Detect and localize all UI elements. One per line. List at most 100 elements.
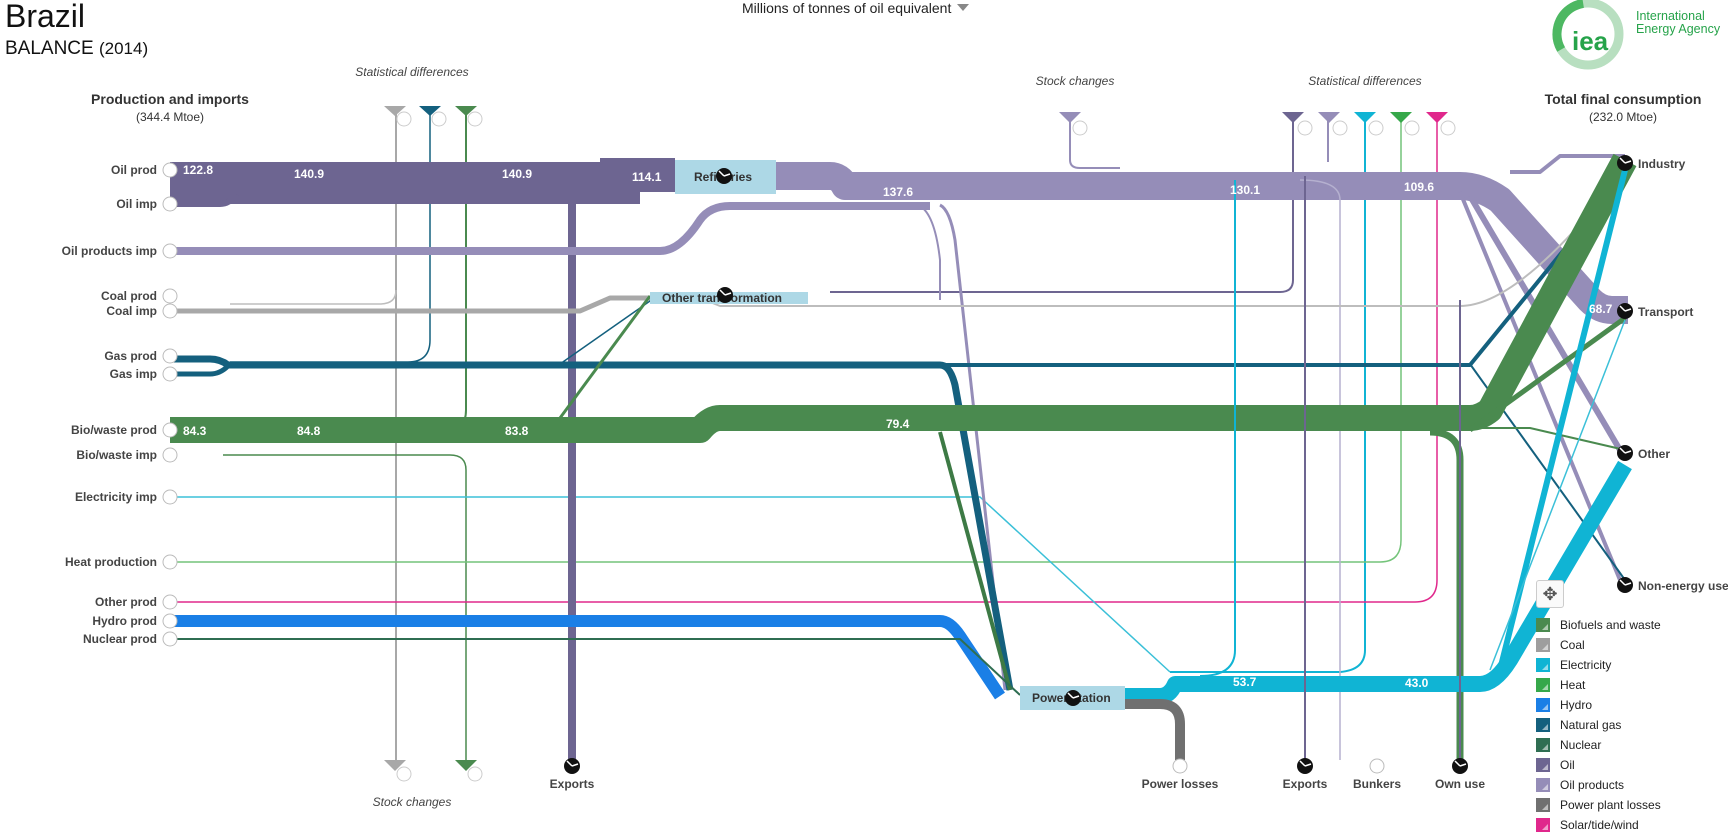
source-circles <box>162 162 178 647</box>
legend-item[interactable]: Electricity <box>1536 655 1661 675</box>
statdiff-elec-circle-icon[interactable] <box>1368 120 1384 136</box>
flow-bio-ownuse[interactable] <box>1429 428 1464 760</box>
flow-solar[interactable] <box>170 120 1438 603</box>
stockchange-oil-triangle[interactable] <box>1059 112 1081 123</box>
flow-bio-transport[interactable] <box>1468 315 1627 433</box>
iea-org-line1: International <box>1636 9 1705 23</box>
other-transformation-pie-icon[interactable] <box>717 287 733 303</box>
legend-swatch-icon <box>1536 638 1550 652</box>
statdiff-gas-triangle[interactable] <box>419 106 441 116</box>
refineries-pie-icon[interactable] <box>716 168 732 184</box>
flow-electricity-transport[interactable] <box>1489 319 1626 671</box>
legend-item[interactable]: Heat <box>1536 675 1661 695</box>
flow-gas-imp[interactable] <box>170 364 230 377</box>
source-nuclear-prod: Nuclear prod <box>83 632 157 646</box>
source-gas-imp: Gas imp <box>110 367 157 381</box>
statdiff-solar-triangle[interactable] <box>1426 112 1448 123</box>
source-bio-imp-circle-icon[interactable] <box>162 447 178 463</box>
flow-hydro[interactable] <box>170 615 1005 700</box>
flow-oil-imp[interactable] <box>170 192 239 207</box>
legend-label: Oil <box>1560 758 1575 772</box>
flow-bio-statdiff[interactable] <box>220 113 467 433</box>
stockchange-oil-circle-icon[interactable] <box>1072 120 1088 136</box>
flow-oilproducts-bunkers[interactable] <box>1299 179 1341 760</box>
flow-nuclear[interactable] <box>170 638 1021 696</box>
flow-elec-statdiff[interactable] <box>1170 120 1366 673</box>
statdiff-coal-triangle[interactable] <box>384 106 406 116</box>
source-other-prod-circle-icon[interactable] <box>162 594 178 610</box>
legend-item[interactable]: Oil <box>1536 755 1661 775</box>
sink-bunkers-label: Bunkers <box>1353 777 1401 791</box>
source-oil-prod-circle-icon[interactable] <box>162 162 178 178</box>
legend-item[interactable]: Oil products <box>1536 775 1661 795</box>
source-heat-production-circle-icon[interactable] <box>162 554 178 570</box>
source-coal-prod-circle-icon[interactable] <box>162 288 178 304</box>
sink-power-losses-circle-icon[interactable] <box>1172 758 1188 774</box>
source-gas-prod-circle-icon[interactable] <box>162 348 178 364</box>
flow-heat[interactable] <box>170 120 1402 563</box>
statdiff-gas-circle-icon[interactable] <box>431 111 447 127</box>
legend-item[interactable]: Coal <box>1536 635 1661 655</box>
flow-electricity-industry[interactable] <box>1497 169 1628 671</box>
flow-bio-other-sector[interactable] <box>1470 427 1626 451</box>
flow-gas-statdiff[interactable] <box>230 113 431 363</box>
statdiff-bio-circle-icon[interactable] <box>467 111 483 127</box>
power-station-pie-icon[interactable] <box>1065 690 1081 706</box>
sink-other-pie-icon[interactable] <box>1617 445 1633 461</box>
statdiff-heat-circle-icon[interactable] <box>1404 120 1420 136</box>
flow-coal-prod[interactable] <box>230 289 397 305</box>
unit-dropdown[interactable]: Millions of tonnes of oil equivalent <box>742 0 970 16</box>
source-bio-prod-circle-icon[interactable] <box>162 422 178 438</box>
flow-oilproducts-industry[interactable] <box>1510 154 1625 174</box>
flow-oil-products-imp[interactable] <box>170 202 930 255</box>
statdiff-oil-circle-icon[interactable] <box>1297 120 1313 136</box>
legend-item[interactable]: Natural gas <box>1536 715 1661 735</box>
source-electricity-imp-circle-icon[interactable] <box>162 489 178 505</box>
statdiff-heat-triangle[interactable] <box>1390 112 1412 123</box>
legend-item[interactable]: Hydro <box>1536 695 1661 715</box>
sink-industry-pie-icon[interactable] <box>1617 155 1633 171</box>
sink-nonenergy-pie-icon[interactable] <box>1617 577 1633 593</box>
sink-exports-left-pie-icon[interactable] <box>564 758 580 774</box>
stockchange-coal-triangle[interactable] <box>384 760 406 771</box>
sink-own-use-pie-icon[interactable] <box>1452 758 1468 774</box>
legend-item[interactable]: Nuclear <box>1536 735 1661 755</box>
statdiff-bio-triangle[interactable] <box>455 106 477 116</box>
statdiff-elec-triangle[interactable] <box>1354 112 1376 123</box>
stockchange-bio-circle-icon[interactable] <box>467 766 483 782</box>
sink-exports-right-pie-icon[interactable] <box>1297 758 1313 774</box>
legend-item[interactable]: Solar/tide/wind <box>1536 815 1661 835</box>
stockchange-bio-triangle[interactable] <box>455 760 477 771</box>
source-oil-products-imp-circle-icon[interactable] <box>162 243 178 259</box>
source-coal-imp-circle-icon[interactable] <box>162 303 178 319</box>
source-gas-imp-circle-icon[interactable] <box>162 366 178 382</box>
flow-bio-other-transformation[interactable] <box>558 295 652 419</box>
flow-bio-power[interactable] <box>938 431 1012 691</box>
flow-electricity-imp[interactable] <box>170 496 1171 673</box>
sink-transport-pie-icon[interactable] <box>1617 303 1633 319</box>
legend-item[interactable]: Power plant losses <box>1536 795 1661 815</box>
source-nuclear-prod-circle-icon[interactable] <box>162 631 178 647</box>
flow-oil-statdiff[interactable] <box>830 120 1294 293</box>
statdiff-oilprod-triangle[interactable] <box>1318 112 1340 123</box>
statdiff-oil-triangle[interactable] <box>1282 112 1304 123</box>
flow-oil-products-main[interactable] <box>776 162 1628 324</box>
flow-bio-stockchange[interactable] <box>223 454 467 760</box>
legend-item[interactable]: Biofuels and waste <box>1536 615 1661 635</box>
sink-bunkers-circle-icon[interactable] <box>1369 758 1385 774</box>
pan-move-button[interactable]: ✥ <box>1536 580 1564 608</box>
source-oil-imp-circle-icon[interactable] <box>162 196 178 212</box>
stockchange-coal-circle-icon[interactable] <box>396 766 412 782</box>
flow-bio-main[interactable] <box>170 153 1637 443</box>
statdiff-oilprod-circle-icon[interactable] <box>1332 120 1348 136</box>
source-hydro-prod-circle-icon[interactable] <box>162 613 178 629</box>
statdiff-solar-circle-icon[interactable] <box>1440 120 1456 136</box>
flow-oil-stockchange[interactable] <box>1069 120 1120 169</box>
flow-power-losses[interactable] <box>1125 699 1185 760</box>
flow-oilproducts-other[interactable] <box>919 205 941 300</box>
statdiff-coal-circle-icon[interactable] <box>396 111 412 127</box>
legend-label: Solar/tide/wind <box>1560 818 1639 832</box>
legend-swatch-icon <box>1536 738 1550 752</box>
flow-electricity-losses[interactable] <box>1199 180 1236 677</box>
flow-oilproducts-power[interactable] <box>939 203 1007 691</box>
